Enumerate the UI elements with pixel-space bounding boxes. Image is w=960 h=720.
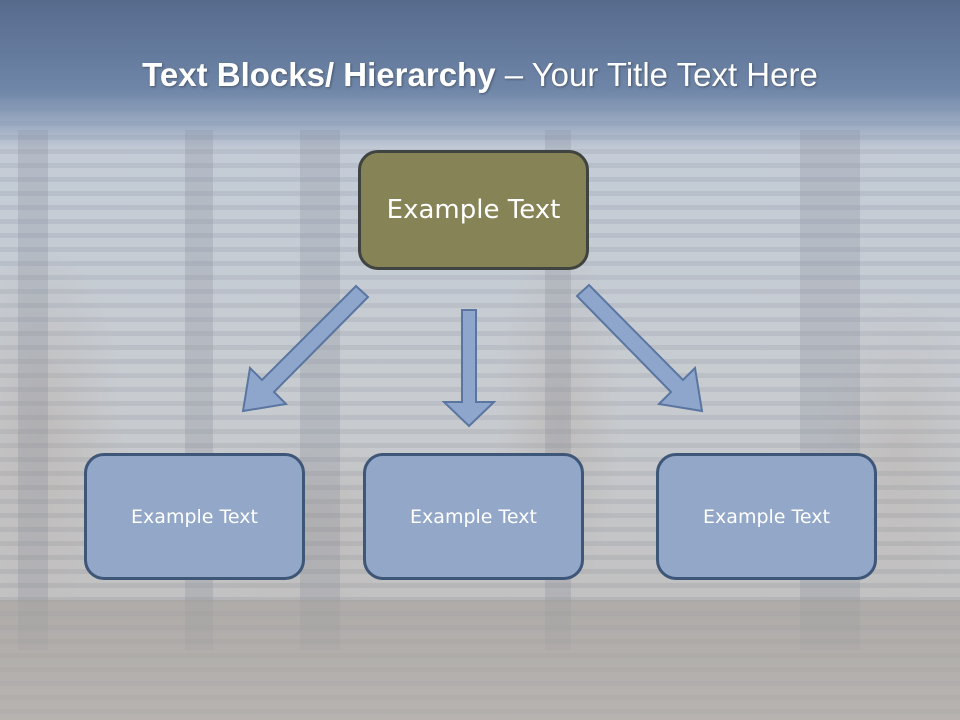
parent-box-label: Example Text [386,195,561,225]
title-bar [0,0,960,150]
ground [0,600,960,720]
parent-box[interactable]: Example Text [358,150,589,270]
child-box-middle[interactable]: Example Text [363,453,584,580]
arrow-to-middle-box[interactable] [441,309,497,428]
arrow-to-right-box[interactable] [575,283,704,413]
slide-title[interactable]: Text Blocks/ Hierarchy – Your Title Text… [0,56,960,94]
child-box-label: Example Text [131,505,258,528]
child-box-right[interactable]: Example Text [656,453,877,580]
child-box-label: Example Text [703,505,830,528]
fence-post [18,130,48,650]
child-box-label: Example Text [410,505,537,528]
slide-title-rest: – Your Title Text Here [495,56,818,93]
arrow-to-left-box[interactable] [241,284,370,413]
slide-title-bold: Text Blocks/ Hierarchy [142,56,496,93]
fence-post [300,130,340,650]
child-box-left[interactable]: Example Text [84,453,305,580]
